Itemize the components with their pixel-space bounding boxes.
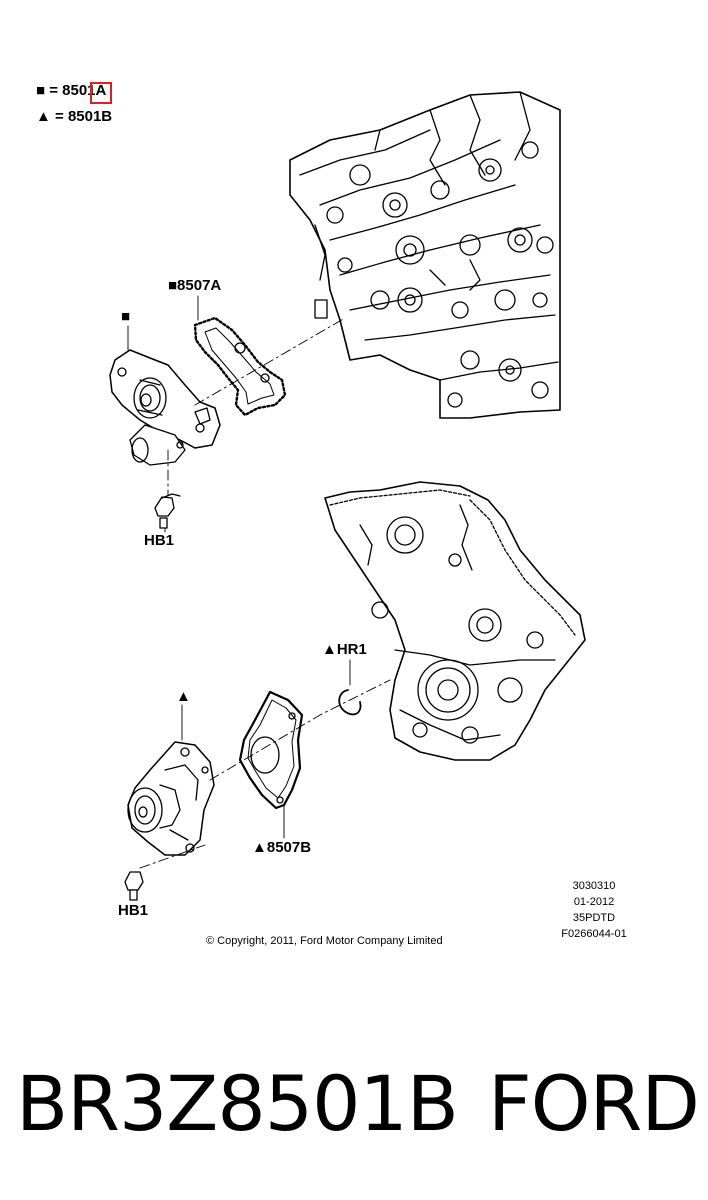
label-pump-a-marker: ■: [121, 308, 131, 325]
bolt-hb1-top-illustration: [154, 493, 181, 529]
center-lines: [139, 317, 391, 869]
meta-line-1: 3030310: [572, 880, 616, 892]
water-pump-8501a-illustration: [109, 349, 221, 466]
label-bolt-hb1-top: HB1: [144, 532, 175, 549]
highlight-box: [90, 82, 112, 104]
legend-triangle-line: ▲ = 8501B: [36, 108, 113, 125]
meta-line-2: 01-2012: [573, 896, 615, 908]
label-ring-hr1: ▲HR1: [322, 641, 367, 658]
bolt-hb1-bottom-illustration: [124, 871, 144, 901]
copyright-notice: © Copyright, 2011, Ford Motor Company Li…: [206, 935, 443, 947]
label-pump-b-marker: ▲: [176, 688, 191, 705]
label-gasket-8507b: ▲8507B: [252, 839, 312, 856]
brand-caption: FORD: [488, 1059, 700, 1148]
engine-block-illustration: [289, 91, 561, 419]
gasket-8507b-illustration: [238, 690, 304, 810]
ring-hr1-illustration: [338, 689, 362, 716]
legend-square-line: ■ = 8501A: [36, 82, 107, 99]
leader-lines: [127, 295, 351, 839]
meta-line-4: F0266044-01: [561, 928, 627, 940]
drawing-meta: 3030310 01-2012 35PDTD F0266044-01: [552, 878, 636, 942]
part-number-caption: BR3Z8501B: [16, 1059, 459, 1148]
label-gasket-8507a: ■8507A: [168, 277, 222, 294]
gasket-8507a-illustration: [193, 316, 287, 417]
meta-line-3: 35PDTD: [572, 912, 616, 924]
timing-cover-illustration: [324, 481, 586, 761]
label-bolt-hb1-bottom: HB1: [118, 902, 149, 919]
water-pump-8501b-illustration: [127, 741, 215, 856]
